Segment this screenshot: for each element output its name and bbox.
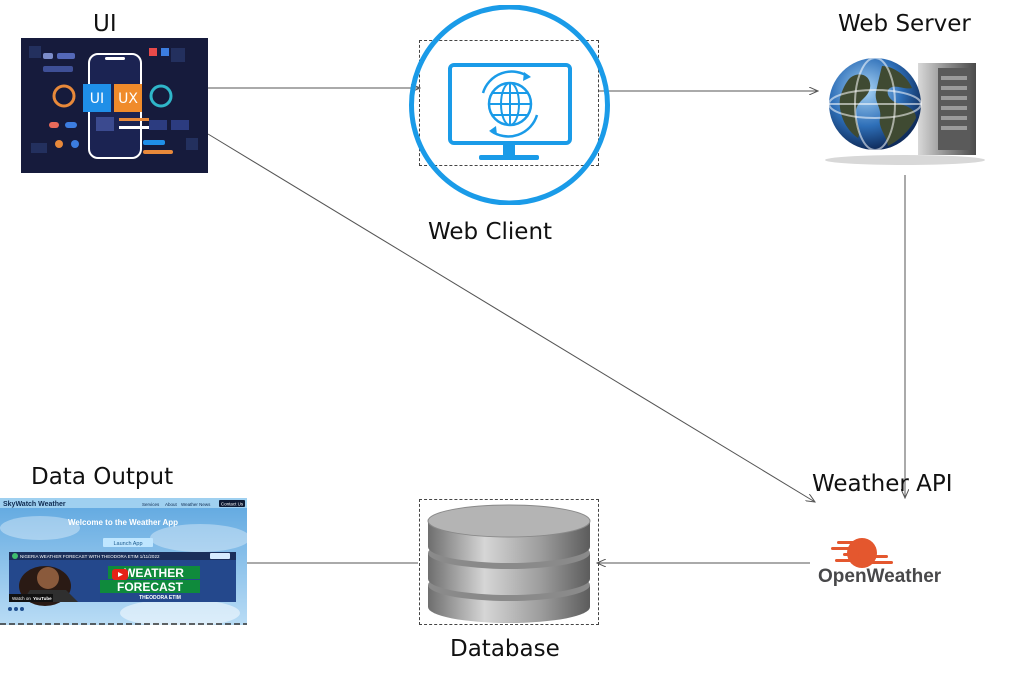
openweather-logo: OpenWeather [815,533,1000,588]
watch-on-text: Watch on [12,596,31,601]
presenter-name: THEODORA ETIM [139,595,181,601]
database-cylinder-icon [422,497,596,627]
nav-weather-news[interactable]: Weather News [181,502,211,507]
weather-api-label: Weather API [812,471,953,497]
facebook-icon[interactable] [14,607,18,611]
launch-app-label: Launch App [113,541,142,547]
monitor-globe-icon [448,63,572,160]
database-frame [419,499,599,625]
data-output-screenshot: SkyWatch Weather Services About Weather … [0,498,247,625]
web-client-icon [407,4,612,206]
banner-weather: WEATHER [124,566,184,580]
web-client-circle [409,4,610,206]
data-output-label: Data Output [31,464,174,490]
globe-server-icon [825,57,985,165]
ux-tag: UX [118,91,138,107]
web-server-label: Web Server [838,11,971,37]
contact-us-label: Contact Us [221,502,244,507]
ui-ux-illustration: UI UX [21,38,208,173]
edge-ui-to-weather-api [207,133,815,502]
video-title: NIGERIA WEATHER FORECAST WITH THEODORA E… [20,554,160,559]
video-embed[interactable]: NIGERIA WEATHER FORECAST WITH THEODORA E… [9,552,236,606]
web-client-label: Web Client [428,219,553,245]
ui-label: UI [93,11,117,37]
nav-about[interactable]: About [165,502,178,507]
launch-app-button[interactable] [103,538,153,547]
sun-cloud-icon [831,538,893,568]
web-server-image [820,48,995,168]
twitter-icon[interactable] [8,607,12,611]
contact-us-button[interactable] [219,500,245,507]
instagram-icon[interactable] [20,607,24,611]
web-client-frame [419,40,599,166]
ui-image: UI UX [21,38,208,173]
play-icon [118,572,123,577]
database-label: Database [450,636,560,662]
banner-forecast: FORECAST [117,580,184,594]
ui-tag: UI [90,91,104,107]
nav-services[interactable]: Services [142,502,160,507]
welcome-heading: Welcome to the Weather App [68,518,178,527]
openweather-wordmark: OpenWeather [818,566,942,587]
youtube-text: YouTube [33,596,52,601]
site-name: SkyWatch Weather [3,501,66,508]
